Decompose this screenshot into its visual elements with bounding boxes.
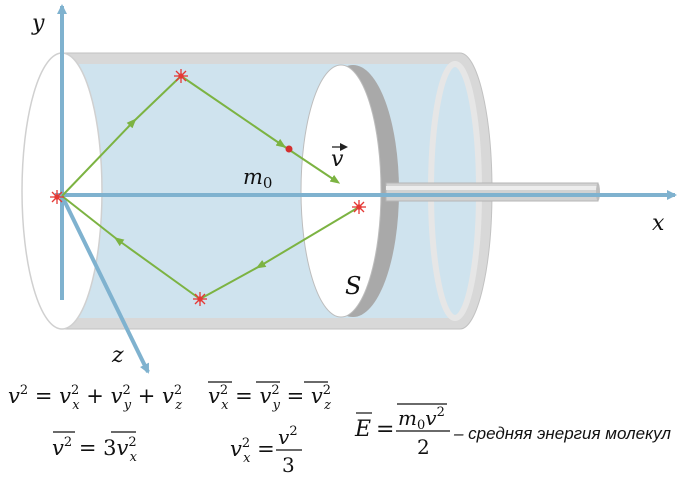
axis-x-label: x <box>652 211 665 236</box>
svg-text:2: 2 <box>417 435 430 459</box>
molecule <box>285 145 293 153</box>
collision-star <box>50 190 64 204</box>
svg-text:v: v <box>331 147 344 172</box>
axis-z-label: z <box>111 343 124 368</box>
svg-text:m0v2: m0v2 <box>398 405 445 433</box>
svg-text:E: E <box>354 417 371 442</box>
mass-label: m0 <box>243 165 272 192</box>
collision-points <box>50 69 366 306</box>
surface-label: S <box>345 272 361 300</box>
axis-z <box>60 195 150 374</box>
svg-text:v2: v2 <box>278 424 298 449</box>
piston-rod <box>385 182 600 202</box>
velocity-label: v <box>331 143 348 172</box>
collision-star <box>193 292 207 306</box>
axes: y x z <box>31 4 677 374</box>
piston <box>300 64 399 318</box>
svg-text:v2x =: v2x = <box>230 436 275 466</box>
svg-text:=: = <box>376 417 394 442</box>
formula-energy: E = m0v2 2 – средняя энергия молекул <box>354 403 671 459</box>
collision-star <box>174 69 188 83</box>
svg-text:3: 3 <box>282 453 295 477</box>
piston-face <box>300 64 382 318</box>
svg-text:v2x = v2y = v2z: v2x = v2y = v2z <box>208 383 331 413</box>
svg-text:v2 = v2x + v2y +: v2 = v2x + v2y + v2z <box>8 383 182 413</box>
collision-star <box>352 200 366 214</box>
energy-caption: – средняя энергия молекул <box>453 424 671 443</box>
axis-y-label: y <box>31 11 45 36</box>
